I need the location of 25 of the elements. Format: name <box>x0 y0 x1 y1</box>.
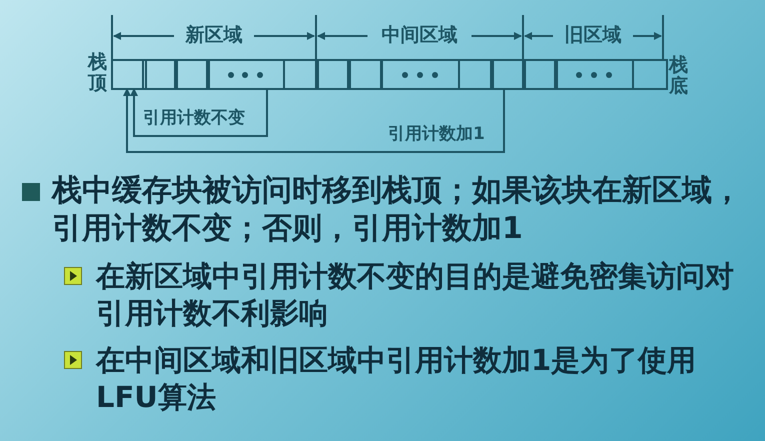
stack-cell <box>283 59 319 90</box>
bullet-text: 栈中缓存块被访问时移到栈顶；如果该块在新区域，引用计数不变；否则，引用计数加1 <box>52 172 743 248</box>
stack-cell <box>111 59 147 90</box>
stack-end-label: 栈顶 <box>88 52 107 94</box>
stack-end-label: 栈底 <box>669 55 688 97</box>
arrow <box>123 88 505 153</box>
stack-cell <box>174 59 210 90</box>
region-label: 中间区域 <box>382 26 458 45</box>
region-label: 旧区域 <box>564 26 622 45</box>
stack-cell <box>142 59 178 90</box>
stack-cell <box>490 59 526 90</box>
edge-label: 引用计数不变 <box>143 110 245 127</box>
stack-cell <box>522 59 558 90</box>
stack-cell <box>458 59 494 90</box>
bullet-text: 在中间区域和旧区域中引用计数加1是为了使用LFU算法 <box>96 342 698 416</box>
bullet-text: 在新区域中引用计数不变的目的是避免密集访问对引用计数不利影响 <box>96 258 735 332</box>
stack-cell <box>632 59 668 90</box>
stack-cell <box>347 59 383 90</box>
stack-cell <box>380 59 460 90</box>
stack-cell <box>206 59 285 90</box>
stack-cell <box>554 59 634 90</box>
stack-cell <box>315 59 351 90</box>
edge-label: 引用计数加1 <box>388 126 485 143</box>
region-label: 新区域 <box>186 26 242 45</box>
arrow <box>130 88 268 137</box>
